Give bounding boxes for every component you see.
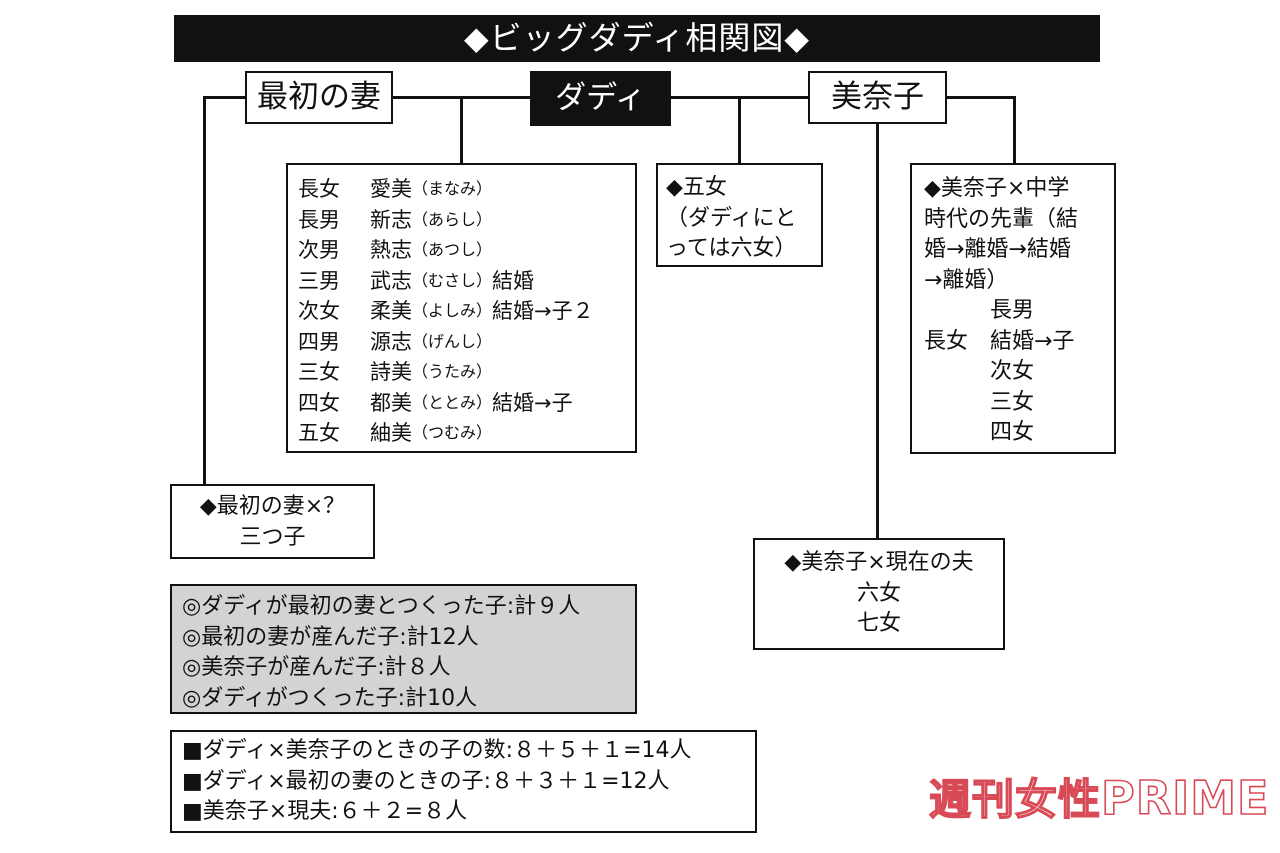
- publisher-logo: 週刊女性PRIME: [928, 770, 1270, 826]
- list-item: 四男 源志（げんし）: [298, 329, 493, 354]
- connector-minako-down: [876, 122, 879, 540]
- children-list-box: 長女 愛美（まなみ） 長男 新志（あらし） 次男 熱志（あつし） 三男 武志（む…: [286, 163, 637, 453]
- minako-current-box: ◆美奈子×現在の夫 六女 七女: [753, 538, 1005, 650]
- connector-fifth-daughter: [738, 96, 741, 164]
- connector-children-list: [460, 96, 463, 164]
- first-wife-other-box: ◆最初の妻×？ 三つ子: [170, 484, 375, 559]
- list-item: 長男 新志（あらし）: [298, 207, 493, 232]
- node-first-wife: 最初の妻: [245, 71, 393, 124]
- list-item: ◎ダディがつくった子:計10人: [182, 685, 478, 711]
- node-minako: 美奈子: [808, 71, 947, 124]
- summary-formulas-box: ■ダディ×美奈子のときの子の数:８＋５＋１=14人 ■ダディ×最初の妻のときの子…: [170, 730, 757, 833]
- list-item: ◎ダディが最初の妻とつくった子:計９人: [182, 594, 581, 619]
- list-item: ■ダディ×最初の妻のときの子:８＋３＋１=12人: [182, 768, 670, 794]
- list-item: ■美奈子×現夫:６＋２=８人: [182, 799, 468, 824]
- list-item: 長女 愛美（まなみ）: [298, 177, 493, 201]
- connector-first-wife-down: [203, 96, 206, 486]
- list-item: ■ダディ×美奈子のときの子の数:８＋５＋１=14人: [182, 738, 692, 763]
- list-item: 次男 熱志（あつし）: [298, 238, 493, 262]
- minako-senpai-box: ◆美奈子×中学 時代の先輩（結 婚→離婚→結婚 →離婚） 長男 長女 結婚→子 …: [910, 163, 1116, 454]
- connector-minako-senpai: [1013, 96, 1016, 165]
- list-item: 次女 柔美（よしみ）結婚→子２: [298, 299, 594, 323]
- list-item: 五女 紬美（つむみ）: [298, 421, 493, 445]
- list-item: ◎美奈子が産んだ子:計８人: [182, 655, 451, 680]
- node-daddy: ダディ: [530, 71, 671, 126]
- fifth-daughter-box: ◆五女 （ダディにと っては六女）: [656, 163, 823, 267]
- summary-totals-box: ◎ダディが最初の妻とつくった子:計９人 ◎最初の妻が産んだ子:計12人 ◎美奈子…: [170, 584, 637, 714]
- list-item: 四女 都美（ととみ）結婚→子: [298, 390, 573, 415]
- diagram-title: ◆ビッグダディ相関図◆: [174, 15, 1100, 62]
- list-item: 三女 詩美（うたみ）: [298, 360, 493, 384]
- list-item: 三男 武志（むさし）結婚: [298, 268, 535, 293]
- list-item: ◎最初の妻が産んだ子:計12人: [182, 624, 479, 650]
